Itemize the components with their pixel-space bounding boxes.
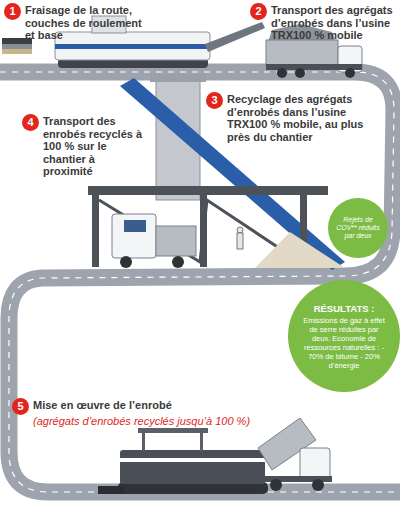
- step-title: Fraisage de la route, couches de rouleme…: [25, 4, 154, 42]
- step-callout: 4Transport des enrobés recyclés à 100 % …: [22, 114, 144, 178]
- step-callout: 3Recyclage des agrégats d’enrobés dans l…: [206, 92, 384, 143]
- machine-body: [55, 32, 210, 60]
- roof: [138, 428, 208, 433]
- windshield: [124, 220, 146, 232]
- callout-number: 5: [12, 398, 29, 415]
- circle-heading: Rejets de COV** réduits par deux: [334, 216, 382, 240]
- layer: [2, 49, 32, 54]
- silo-top: [150, 74, 206, 82]
- screed: [98, 486, 124, 494]
- callout-number: 1: [4, 3, 21, 20]
- step-note: (agrégats d’enrobés recyclés jusqu’à 100…: [33, 415, 312, 428]
- step-callout: 5 Mise en œuvre de l’enrobé (agrégats d’en…: [12, 398, 312, 427]
- wheel: [345, 68, 355, 78]
- step-title: Transport des enrobés recyclés à 100 % s…: [43, 115, 144, 178]
- stripe: [55, 44, 210, 49]
- wheel: [120, 256, 132, 268]
- wheel: [270, 479, 282, 491]
- result-circle: Rejets de COV** réduits par deux: [328, 198, 388, 258]
- callout-number: 3: [206, 92, 223, 109]
- step-title: Recyclage des agrégats d’enrobés dans l’…: [227, 93, 384, 143]
- paver: [98, 428, 268, 494]
- step-title: Mise en œuvre de l’enrobé: [33, 399, 312, 412]
- wheel: [172, 256, 184, 268]
- truck-bottom: [258, 418, 332, 491]
- road: [0, 72, 400, 492]
- callout-number: 2: [250, 3, 267, 20]
- conveyor: [205, 22, 265, 52]
- wheel: [312, 479, 324, 491]
- truck-cab: [112, 214, 156, 258]
- post: [142, 433, 145, 451]
- layer: [2, 44, 32, 49]
- step-text: Transport des enrobés recyclés à 100 % s…: [22, 114, 144, 178]
- step-text: Fraisage de la route, couches de rouleme…: [4, 3, 154, 42]
- callout-number: 4: [22, 114, 39, 131]
- paver-body: [120, 450, 265, 484]
- circle-heading: RÉSULTATS :: [314, 303, 375, 314]
- bracing: [99, 200, 300, 262]
- worker: [237, 233, 243, 249]
- leg: [92, 195, 99, 267]
- step-text: Transport des agrégats d’enrobés dans l’…: [250, 3, 400, 42]
- dump-body: [266, 40, 338, 66]
- road-surface: [0, 72, 400, 492]
- stripe: [120, 458, 265, 462]
- wheel: [295, 68, 305, 78]
- platform: [88, 186, 328, 195]
- worker: [237, 227, 243, 233]
- step-text: Recyclage des agrégats d’enrobés dans l’…: [206, 92, 384, 143]
- wheel: [277, 68, 287, 78]
- step-text: Mise en œuvre de l’enrobé (agrégats d’enr…: [12, 398, 312, 427]
- truck-cab: [300, 448, 330, 480]
- step-callout: 1Fraisage de la route, couches de roulem…: [4, 3, 154, 42]
- dump-body: [156, 226, 196, 256]
- result-circle: RÉSULTATS : Emissions de gaz à effet de s…: [288, 280, 400, 392]
- step-callout: 2Transport des agrégats d’enrobés dans l…: [250, 3, 400, 42]
- road-marking: [0, 72, 400, 492]
- circle-body: Emissions de gaz à effet de serre réduit…: [300, 316, 388, 370]
- step-title: Transport des agrégats d’enrobés dans l’…: [271, 4, 400, 42]
- post: [200, 433, 203, 451]
